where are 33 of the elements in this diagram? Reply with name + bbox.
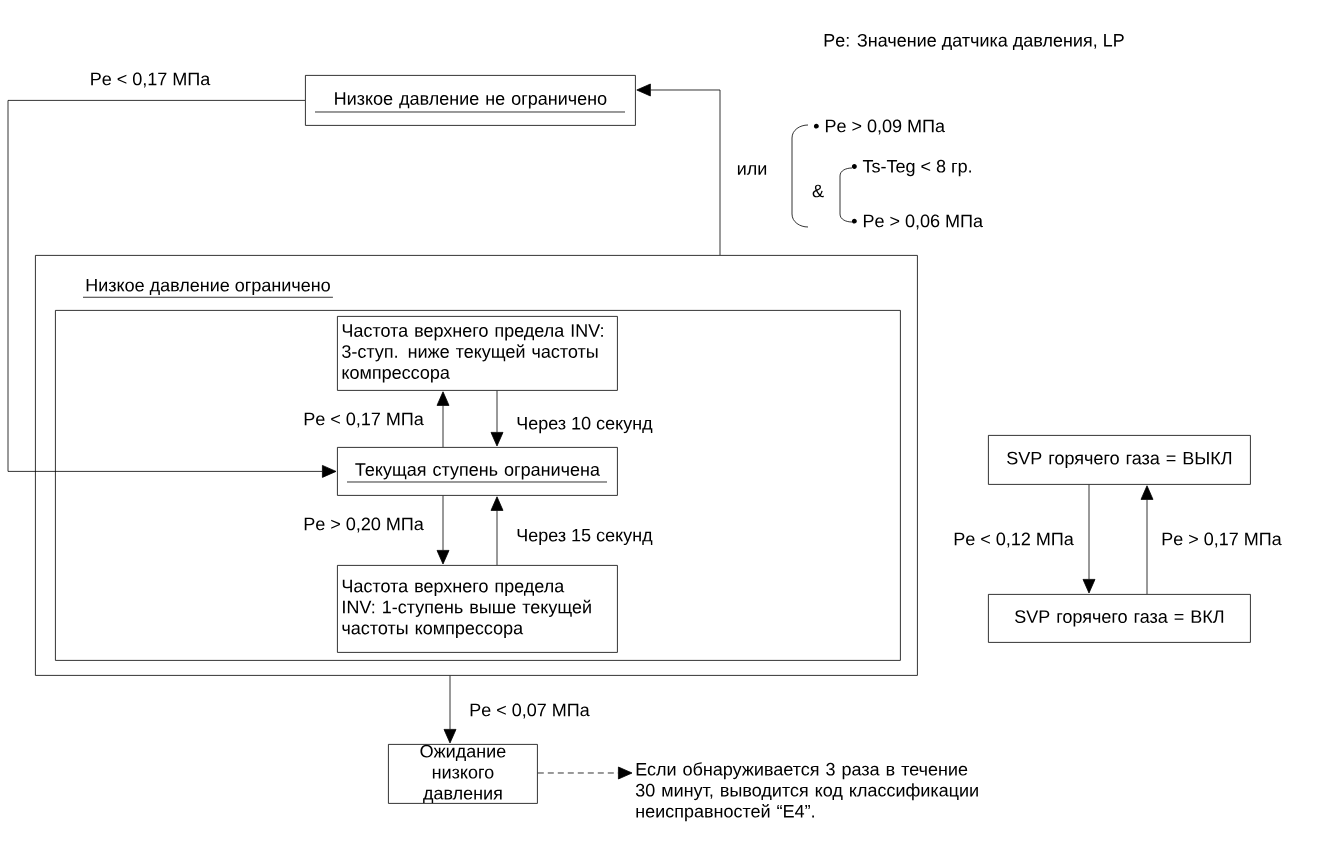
arrow <box>1082 484 1096 594</box>
state-box: Частота верхнего предела INV: 3-ступ. ниже текущей частоты компрессора <box>337 316 618 391</box>
state-box: Низкое давление не ограничено <box>305 75 636 126</box>
edge-label: Pe < 0,07 МПа <box>470 703 590 719</box>
edge-label: Через 15 секунд <box>517 528 653 546</box>
arrow <box>436 391 450 448</box>
arrow <box>490 390 504 447</box>
arrow <box>7 100 337 478</box>
operator-text: & <box>812 184 824 198</box>
condition-text: • Pe > 0,09 МПа <box>813 119 945 135</box>
state-box: Текущая ступень ограничена <box>337 447 618 496</box>
state-box: Ожидание низкого давления <box>388 744 538 804</box>
arrow <box>636 83 721 256</box>
edge-label: Pe > 0,17 МПа <box>1162 532 1282 548</box>
state-box: SVP горячего газа = ВЫКЛ <box>988 435 1251 485</box>
arrow <box>443 675 457 744</box>
legend-note: Pe: Значение датчика давления, LP <box>824 33 1124 51</box>
dashed-arrow <box>537 766 633 780</box>
operator-text: или <box>737 165 767 175</box>
arrow <box>436 495 450 565</box>
condition-text: • Pe > 0,06 МПа <box>851 214 983 230</box>
edge-label: Pe < 0,12 МПа <box>954 532 1074 548</box>
inner-frame <box>55 310 901 661</box>
arrow <box>1140 485 1154 595</box>
state-box: SVP горячего газа = ВКЛ <box>988 594 1251 643</box>
edge-label: Pe < 0,17 МПа <box>91 72 211 88</box>
state-box: Частота верхнего предела INV: 1-ступень выше текущей частоты компрессора <box>337 565 618 653</box>
note-text: Если обнаруживается 3 раза в течение 30 минут, выводится код классификации неисправностей “E4”. <box>635 762 978 822</box>
arrow <box>490 496 504 566</box>
edge-label: Через 10 секунд <box>517 416 653 434</box>
condition-text: • Ts-Teg < 8 гр. <box>851 159 971 177</box>
edge-label: Pe > 0,20 МПа <box>304 517 424 533</box>
edge-label: Pe < 0,17 МПа <box>304 412 424 428</box>
